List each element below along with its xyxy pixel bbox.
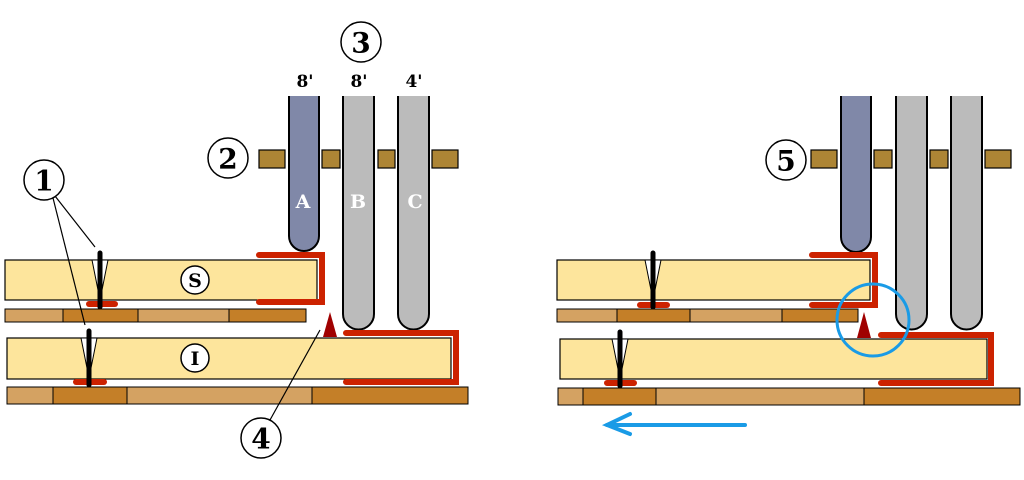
lower-leather-right <box>878 332 994 386</box>
wedge-right <box>857 312 871 338</box>
arrow-left-icon <box>601 412 747 436</box>
marker-4 <box>240 417 282 459</box>
left-panel: 8' 8' 4' A B C S I <box>4 21 469 459</box>
leader-lines <box>52 195 321 421</box>
marker-1-label: 1 <box>34 165 53 198</box>
marker-5-label: 5 <box>776 145 795 178</box>
wedge <box>323 312 337 337</box>
lower-board-right <box>557 387 1021 406</box>
upper-slider <box>4 259 318 301</box>
pipe-a <box>288 96 320 252</box>
lower-slider-right <box>559 338 988 380</box>
marker-2-label: 2 <box>218 143 237 176</box>
lower-leather <box>343 330 459 385</box>
upper-slider-label: S <box>188 270 202 292</box>
lower-board <box>6 386 469 405</box>
marker-5 <box>765 139 807 181</box>
upper-slider-badge <box>180 265 210 295</box>
lower-slider-badge <box>180 343 210 373</box>
pipe-c-label: C <box>407 191 422 213</box>
rack-board-right <box>810 149 1012 169</box>
upper-board-right <box>556 308 859 323</box>
right-panel: 5 <box>556 96 1021 436</box>
upper-leather-right <box>809 252 878 308</box>
marker-3-label: 3 <box>351 27 370 60</box>
pipe-a-footage: 8' <box>296 72 313 92</box>
lower-slider-label: I <box>191 348 200 370</box>
marker-1 <box>23 159 65 201</box>
pipe-c-right <box>950 96 983 331</box>
marker-2 <box>207 137 249 179</box>
pipe-c-footage: 4' <box>405 72 422 92</box>
pipe-b-footage: 8' <box>350 72 367 92</box>
pipe-a-label: A <box>295 191 311 213</box>
upper-slider-right <box>556 259 871 301</box>
pipe-c <box>397 96 430 331</box>
upper-leather <box>256 252 325 305</box>
marker-4-label: 4 <box>251 423 270 456</box>
upper-board <box>4 308 307 323</box>
pipe-b <box>342 96 375 331</box>
highlight-circle <box>835 282 911 358</box>
pipe-b-right <box>895 96 928 331</box>
marker-3 <box>340 21 382 63</box>
rack-board <box>258 149 459 169</box>
pipe-a-right <box>840 96 872 253</box>
pipe-b-label: B <box>350 191 366 213</box>
lower-slider <box>6 337 452 380</box>
